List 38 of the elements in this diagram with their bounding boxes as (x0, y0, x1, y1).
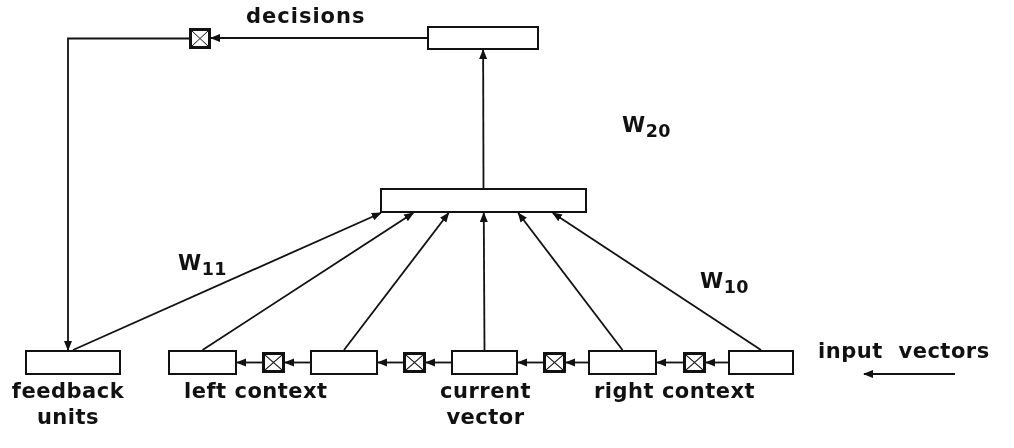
delay-box (683, 352, 706, 373)
diagram-label: W$_{20}$ (622, 112, 673, 144)
unit-box (25, 350, 121, 375)
unit-box (451, 350, 518, 375)
arrow (343, 212, 450, 351)
arrow (64, 37, 190, 351)
unit-box (427, 26, 539, 50)
arrow (479, 212, 488, 351)
arrow (284, 358, 311, 367)
arrow (72, 212, 382, 351)
unit-caption: feedback units (10, 378, 126, 430)
arrow (479, 49, 488, 189)
arrow (517, 212, 624, 351)
arrow (656, 358, 684, 367)
arrow (210, 34, 428, 42)
unit-box (728, 350, 794, 375)
unit-box (310, 350, 378, 375)
arrow (552, 212, 762, 351)
arrow (236, 358, 263, 367)
arrow (377, 358, 404, 367)
diagram-label: W$_{11}$ (178, 250, 228, 282)
arrow (705, 358, 729, 367)
unit-box (588, 350, 657, 375)
unit-box (168, 350, 237, 375)
delay-box (543, 352, 566, 373)
arrow (517, 358, 544, 367)
diagram-label: left context (184, 378, 329, 404)
arrow (201, 212, 415, 351)
delay-box (403, 352, 426, 373)
unit-caption: current vector (439, 378, 532, 430)
unit-box (380, 188, 587, 213)
delay-box (189, 28, 211, 49)
arrow (565, 358, 589, 367)
diagram-label: input vectors (818, 338, 991, 364)
diagram-label: right context (594, 378, 757, 404)
delay-box (262, 352, 285, 373)
arrow (425, 358, 452, 367)
diagram-label: W$_{10}$ (700, 268, 750, 300)
